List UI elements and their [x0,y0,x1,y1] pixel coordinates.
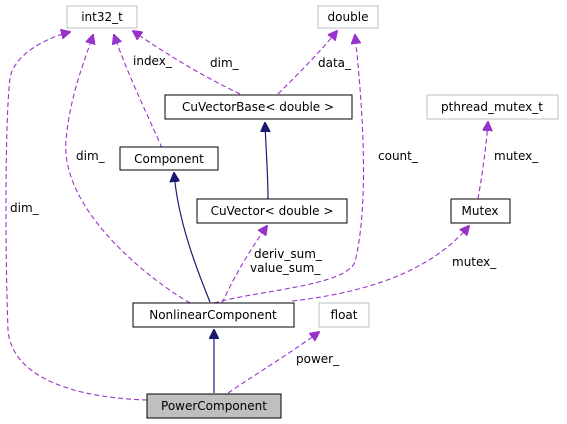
node-power[interactable]: PowerComponent [146,393,282,419]
edge-component-int32-index [114,35,163,149]
label-count: count_ [378,149,419,163]
member-edges [5,31,488,401]
node-int32[interactable]: int32_t [66,5,138,29]
label-dim-base: dim_ [210,56,240,70]
node-pthread[interactable]: pthread_mutex_t [426,94,559,120]
node-cuvectorbase[interactable]: CuVectorBase< double > [164,94,353,120]
edge-nonlinear-component [174,173,211,303]
node-mutex-label: Mutex [462,204,499,218]
edge-nonlinear-cuvector [221,226,267,304]
node-nonlinear[interactable]: NonlinearComponent [132,302,295,328]
node-float-label: float [331,308,358,322]
node-mutex[interactable]: Mutex [450,198,511,224]
node-double[interactable]: double [317,5,379,29]
label-power: power_ [296,352,340,366]
label-dim-nonlinear: dim_ [76,149,106,163]
edge-labels: index_ dim_ data_ dim_ count_ mutex_ der… [10,54,539,366]
node-pthread-label: pthread_mutex_t [441,100,543,114]
label-value-sum: value_sum_ [250,261,321,275]
label-deriv-sum: deriv_sum_ [254,247,323,261]
node-component-label: Component [134,152,204,166]
edge-nonlinear-mutex [291,226,469,302]
node-cuvector[interactable]: CuVector< double > [196,198,348,224]
label-dim-power: dim_ [10,201,40,215]
edge-nonlinear-int32-dim [65,35,191,304]
node-float[interactable]: float [318,302,370,328]
edge-power-float [227,332,319,394]
edge-mutex-pthread [477,122,488,200]
node-cuvectorbase-label: CuVectorBase< double > [182,100,334,114]
node-power-label: PowerComponent [161,399,267,413]
node-cuvector-label: CuVector< double > [211,204,334,218]
label-data: data_ [318,56,352,70]
label-index: index_ [133,54,173,68]
edge-power-int32-dim [5,32,148,401]
node-double-label: double [328,10,369,24]
label-mutex-pthread: mutex_ [494,149,539,163]
node-nonlinear-label: NonlinearComponent [149,308,277,322]
edge-cuvectorbase-double-data [277,31,337,95]
node-int32-label: int32_t [81,10,123,24]
inherit-edges [174,123,268,393]
edge-cuvectorbase-int32-dim [133,31,241,95]
edge-nonlinear-double-count [213,35,365,304]
label-mutex-nonlinear: mutex_ [452,255,497,269]
node-component[interactable]: Component [119,146,219,171]
edge-cuvector-cuvectorbase [265,123,268,200]
